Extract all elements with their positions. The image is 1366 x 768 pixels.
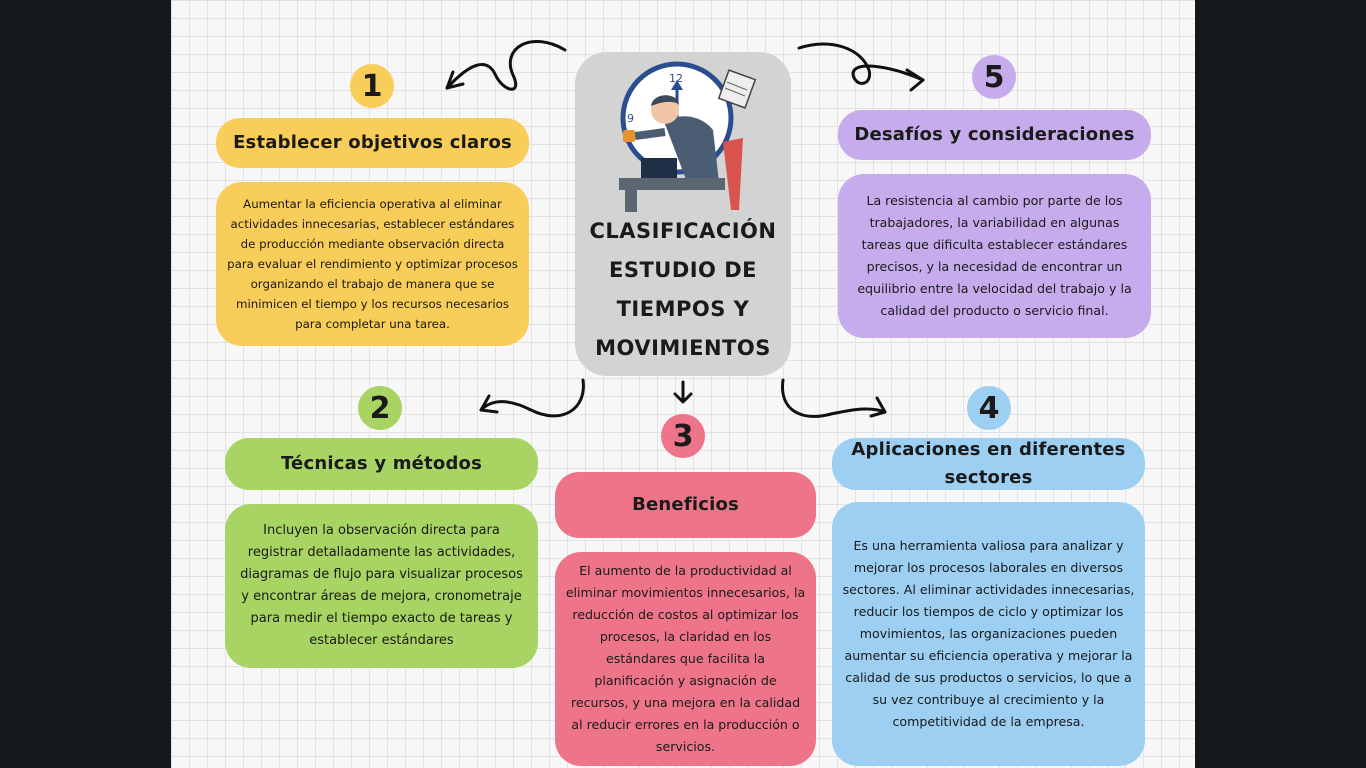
- arrow-to-2-head: [479, 394, 499, 414]
- arrow-to-1-head: [445, 70, 465, 90]
- concept-map: 12 9 CLASIFICACIÓN ESTUDIO DE TIEMPOS Y …: [171, 0, 1195, 768]
- arrow-to-2: [479, 378, 585, 418]
- section-1-number: 1: [350, 64, 394, 108]
- section-3-title: Beneficios: [555, 472, 816, 538]
- arrow-to-1: [445, 40, 567, 91]
- arrow-to-5: [797, 42, 925, 85]
- svg-text:12: 12: [669, 72, 683, 85]
- section-2-title: Técnicas y métodos: [225, 438, 538, 490]
- arrow-to-4: [781, 378, 887, 418]
- center-card: 12 9 CLASIFICACIÓN ESTUDIO DE TIEMPOS Y …: [575, 52, 791, 376]
- section-5-text: La resistencia al cambio por parte de lo…: [838, 174, 1151, 338]
- section-4-title: Aplicaciones en diferentes sectores: [832, 438, 1145, 490]
- section-2-text: Incluyen la observación directa para reg…: [225, 504, 538, 668]
- section-1-title: Establecer objetivos claros: [216, 118, 529, 168]
- arrow-to-3-head: [673, 392, 693, 404]
- busy-worker-clock-icon: 12 9: [619, 61, 757, 212]
- section-5-title: Desafíos y consideraciones: [838, 110, 1151, 160]
- svg-text:9: 9: [627, 112, 634, 125]
- center-title: CLASIFICACIÓN ESTUDIO DE TIEMPOS Y MOVIM…: [589, 219, 777, 360]
- section-3-number: 3: [661, 414, 705, 458]
- section-5-number: 5: [972, 55, 1016, 99]
- section-1-text: Aumentar la eficiencia operativa al elim…: [216, 182, 529, 346]
- section-4-number: 4: [967, 386, 1011, 430]
- section-2-number: 2: [358, 386, 402, 430]
- arrow-to-5-head: [905, 68, 925, 92]
- section-4-text: Es una herramienta valiosa para analizar…: [832, 502, 1145, 766]
- arrow-to-4-head: [869, 396, 887, 418]
- section-3-text: El aumento de la productividad al elimin…: [555, 552, 816, 766]
- connector-arrows: [445, 40, 925, 418]
